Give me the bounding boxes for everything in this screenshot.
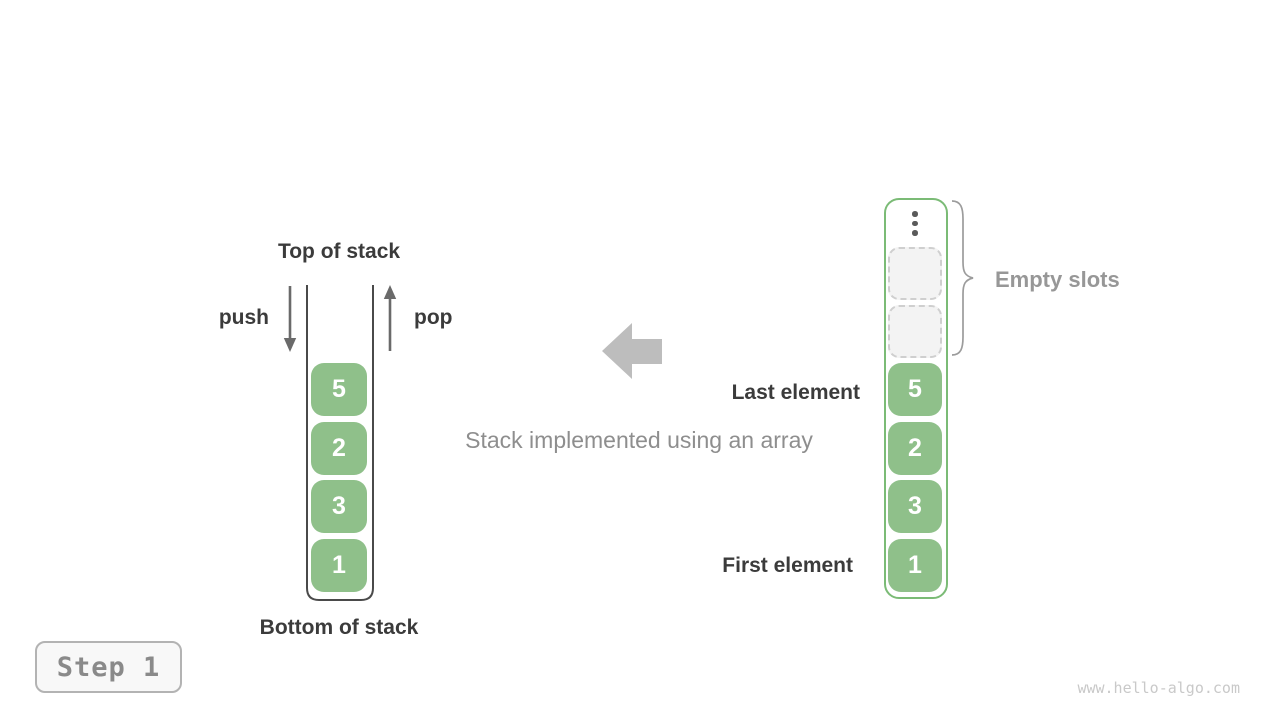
stack-bottom-label: Bottom of stack [259, 616, 419, 639]
stack-top-label: Top of stack [277, 240, 401, 263]
arrow-down-icon [283, 286, 297, 352]
array-cell: 2 [888, 422, 942, 475]
push-label: push [218, 306, 269, 329]
step-badge-label: Step 1 [56, 651, 161, 683]
arrow-up-icon [383, 285, 397, 351]
caption: Stack implemented using an array [465, 427, 813, 453]
curly-brace [951, 200, 974, 356]
stack-cell: 3 [311, 480, 367, 533]
stack-cell: 2 [311, 422, 367, 475]
stack-cell: 5 [311, 363, 367, 416]
array-cell: 3 [888, 480, 942, 533]
watermark: www.hello-algo.com [1077, 679, 1240, 697]
array-cell: 5 [888, 363, 942, 416]
empty-slots-label: Empty slots [995, 267, 1120, 292]
array-cell: 1 [888, 539, 942, 592]
pop-label: pop [414, 306, 453, 329]
vertical-ellipsis-icon [912, 211, 918, 236]
step-badge: Step 1 [35, 641, 182, 693]
last-element-label: Last element [731, 381, 860, 404]
first-element-label: First element [722, 554, 853, 577]
stack-cell: 1 [311, 539, 367, 592]
empty-slot [888, 247, 942, 300]
empty-slot [888, 305, 942, 358]
stack-container [306, 285, 374, 601]
arrow-left-icon [602, 323, 662, 379]
